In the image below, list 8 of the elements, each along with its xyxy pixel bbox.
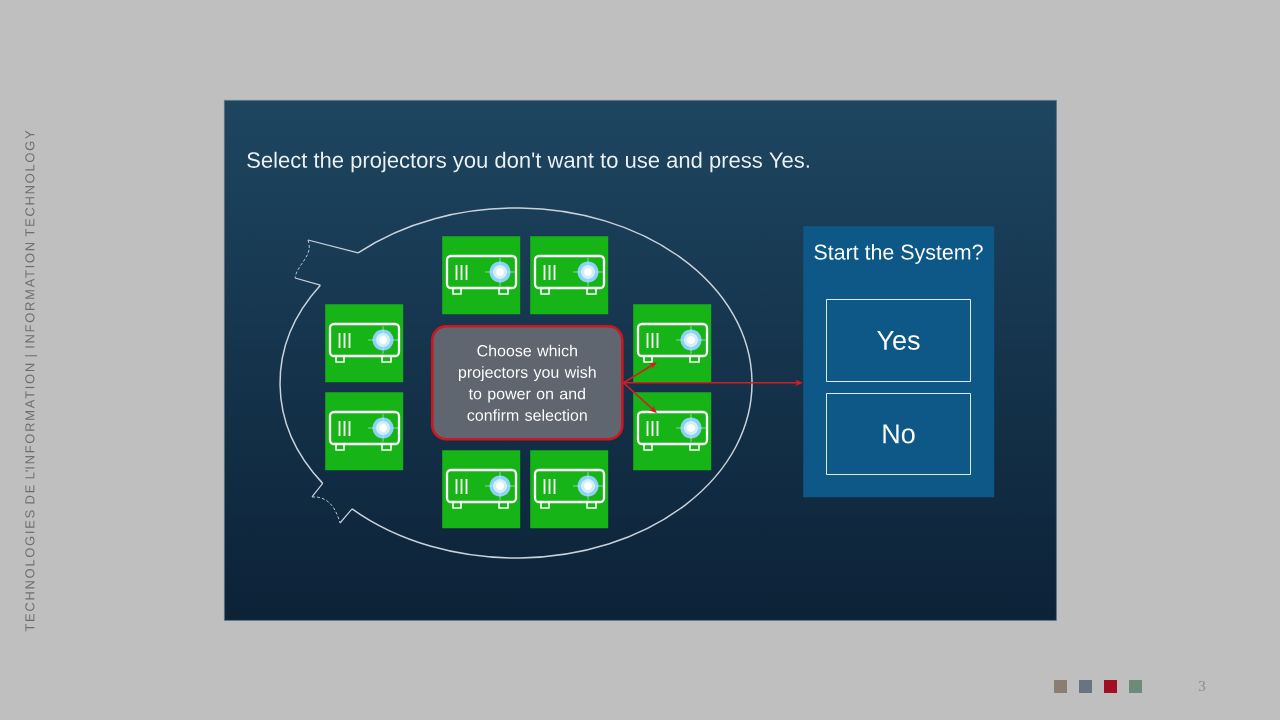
instruction-text: Select the projectors you don't want to use and press Yes. [247, 151, 809, 173]
callout-box: Choose which projectors you wish to power on and confirm selection [431, 325, 624, 441]
dialog-heading: Start the System? [814, 244, 983, 264]
choice-button: Yes [826, 299, 971, 382]
side-text: TECHNOLOGIES DE L'INFORMATION | INFORMATION TECHNOLOGY [24, 130, 38, 632]
arrow [622, 362, 657, 384]
room-outline [279, 207, 753, 559]
choice-button: No [826, 393, 971, 475]
